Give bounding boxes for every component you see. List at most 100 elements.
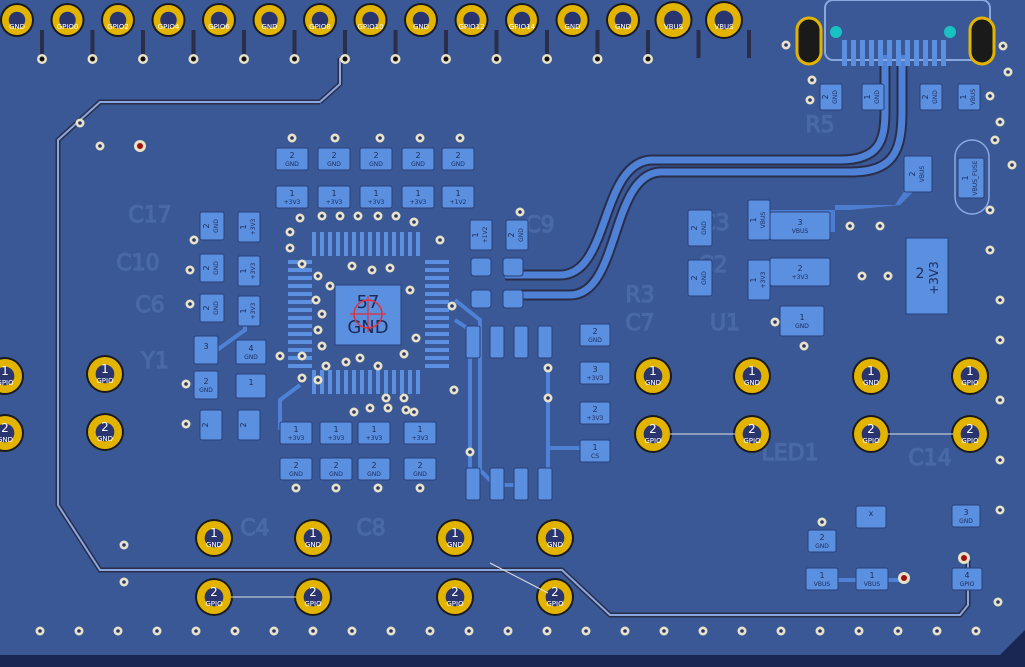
decap-pad-3v3[interactable]: 1+3V3 [359, 185, 393, 209]
header-pin[interactable]: GPIO10 [353, 3, 388, 37]
mid-pad[interactable]: 1CS [579, 439, 611, 463]
soic-pin-pad[interactable] [513, 467, 529, 501]
soic-pin-pad[interactable] [537, 467, 553, 501]
regulator-pin-2[interactable]: 2+3V3 [769, 257, 831, 287]
decap-pad-3v3[interactable]: 1+3V3 [403, 421, 437, 445]
soic-pin-pad[interactable] [489, 325, 505, 359]
header-pin[interactable]: GPIO8 [303, 3, 337, 37]
header-pin[interactable]: VBUS [654, 1, 693, 39]
fuse-pad-round[interactable] [954, 139, 990, 215]
small-cap-pad[interactable]: 1+3V3 [237, 295, 261, 327]
header-pin[interactable]: GND [606, 3, 640, 37]
decap-pad-3v3[interactable]: 1+3V3 [279, 421, 313, 445]
left-cap-pad[interactable]: 3 [193, 335, 219, 365]
small-cap-pad[interactable]: 2 [199, 409, 223, 441]
soic-pin-pad[interactable] [465, 325, 481, 359]
usb-connector[interactable] [795, 0, 996, 66]
passive-pad[interactable] [470, 257, 492, 277]
soic-pin-pad[interactable] [537, 325, 553, 359]
header-pin[interactable]: GPIO6 [202, 3, 236, 37]
reg-side-pad[interactable]: 1+3V3 [747, 259, 771, 301]
soic-pin-pad[interactable] [513, 325, 529, 359]
soic-pin-pad[interactable] [465, 467, 481, 501]
header-pin[interactable]: GND [0, 3, 34, 37]
decap-pad-3v3[interactable]: 1+3V3 [357, 421, 391, 445]
decap-pad-3v3[interactable]: 1+1V2 [441, 185, 475, 209]
mid-pad[interactable]: 3+3V3 [579, 361, 611, 385]
decap-pad-3v3[interactable]: 1+3V3 [275, 185, 309, 209]
soic-pin-pad[interactable] [489, 467, 505, 501]
regulator-tab[interactable]: 2+3V3 [905, 237, 949, 315]
decap-pad-3v3[interactable]: 1+3V3 [319, 421, 353, 445]
header-pin[interactable]: VBUS [705, 1, 743, 39]
header-pin[interactable]: GPIO12 [454, 3, 489, 37]
passive-pad[interactable] [502, 257, 524, 277]
small-cap-pad[interactable]: 1+3V3 [237, 211, 261, 243]
led-area-pad[interactable]: x [855, 505, 887, 529]
decap-pad-3v3[interactable]: 1+3V3 [317, 185, 351, 209]
mid-pad[interactable]: 2+3V3 [579, 401, 611, 425]
header-pin[interactable]: GND [555, 3, 590, 37]
header-pin[interactable]: GND [404, 3, 438, 37]
header-pin[interactable]: GND [252, 3, 287, 37]
header-pin[interactable]: GPIO14 [505, 3, 539, 37]
header-pin[interactable]: GPIO2 [101, 3, 135, 37]
header-pin[interactable]: GPIO4 [151, 3, 186, 37]
passive-pad[interactable] [470, 289, 492, 309]
crystal-pad-1[interactable]: 1 [235, 373, 267, 399]
small-cap-pad[interactable]: 1+1V2 [469, 219, 493, 251]
